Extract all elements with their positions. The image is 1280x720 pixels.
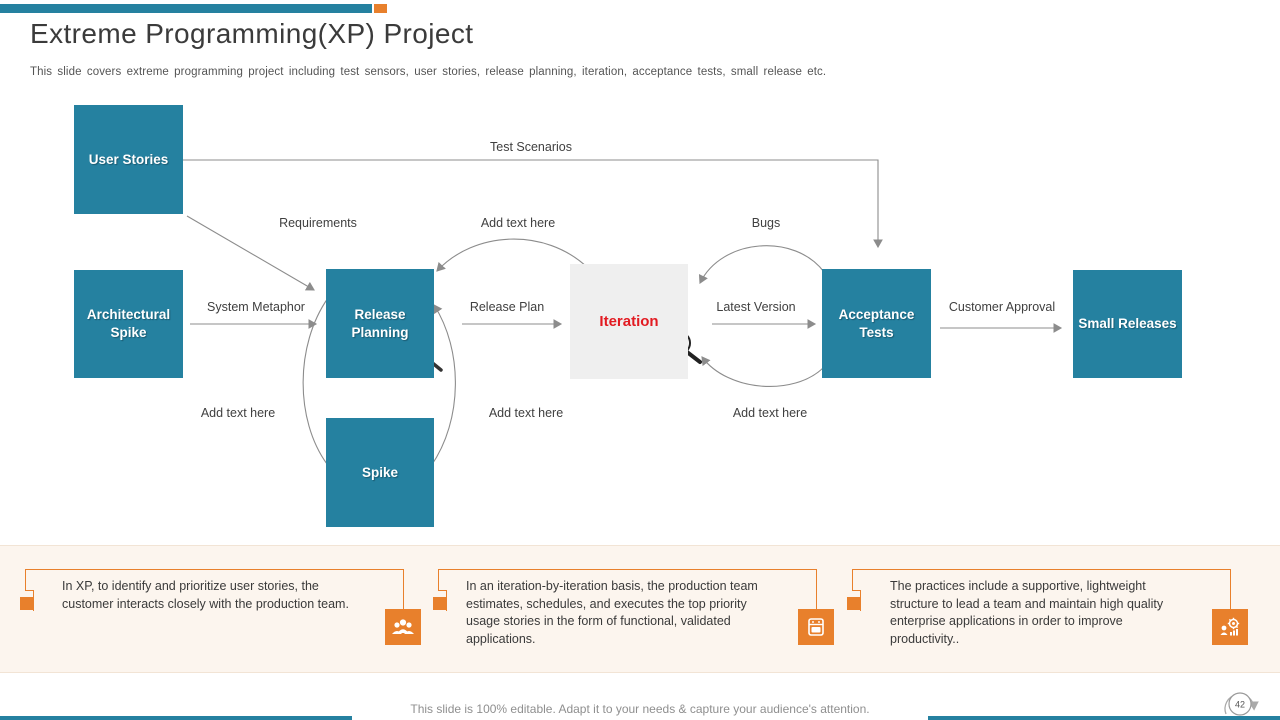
node-label: Release Planning bbox=[351, 306, 409, 340]
note-text-3: The practices include a supportive, ligh… bbox=[890, 579, 1164, 646]
node-label: User Stories bbox=[88, 151, 169, 167]
top-accent-square bbox=[374, 4, 387, 13]
edge-label-customer-approval: Customer Approval bbox=[948, 300, 1056, 314]
bottom-accent-bar-right bbox=[928, 716, 1280, 720]
node-label: Spike bbox=[361, 464, 399, 480]
productivity-icon bbox=[1212, 609, 1248, 645]
bracket-line bbox=[852, 569, 853, 591]
bracket-line bbox=[1230, 569, 1231, 610]
bracket-line bbox=[438, 590, 447, 591]
bracket-line bbox=[25, 590, 34, 591]
note-text-1: In XP, to identify and prioritize user s… bbox=[62, 579, 349, 611]
node-label: Iteration bbox=[599, 312, 659, 330]
page-number-badge: 42 bbox=[1224, 692, 1259, 716]
arrow-test-scenarios bbox=[183, 159, 883, 249]
bottom-accent-bar-left bbox=[0, 716, 352, 720]
bracket-line bbox=[446, 590, 447, 611]
bracket-line bbox=[852, 590, 861, 591]
bracket-square bbox=[20, 597, 33, 610]
node-acceptance-tests: Acceptance Tests bbox=[822, 269, 931, 378]
page-subtitle: This slide covers extreme programming pr… bbox=[30, 66, 827, 78]
edge-label-bugs: Bugs bbox=[751, 216, 781, 230]
node-label: Architectural Spike bbox=[86, 307, 171, 340]
node-iteration: Iteration bbox=[570, 264, 688, 379]
edge-label-add-text-right: Add text here bbox=[732, 406, 808, 420]
edge-label-add-text-top: Add text here bbox=[480, 216, 556, 230]
node-user-stories: User Stories bbox=[74, 105, 183, 214]
bracket-line bbox=[438, 569, 439, 591]
node-label: Acceptance Tests bbox=[838, 306, 915, 340]
node-spike: Spike bbox=[326, 418, 434, 527]
edge-label-add-text-mid: Add text here bbox=[488, 406, 564, 420]
bracket-line bbox=[403, 569, 404, 610]
notes-strip bbox=[0, 545, 1280, 673]
arc-spike-right bbox=[430, 304, 456, 467]
note-text-2: In an iteration-by-iteration basis, the … bbox=[466, 579, 758, 646]
bracket-line bbox=[816, 569, 817, 610]
bracket-line bbox=[33, 590, 34, 611]
bracket-square bbox=[847, 597, 860, 610]
edge-label-release-plan: Release Plan bbox=[469, 300, 545, 314]
node-architectural-spike: Architectural Spike bbox=[74, 270, 183, 378]
group-icon bbox=[385, 609, 421, 645]
bracket-line bbox=[852, 569, 1231, 570]
footer-note: This slide is 100% editable. Adapt it to… bbox=[410, 702, 870, 716]
arc-bugs bbox=[698, 245, 825, 284]
node-label: Small Releases bbox=[1078, 316, 1177, 331]
edge-label-add-text-left: Add text here bbox=[200, 406, 276, 420]
edge-label-system-metaphor: System Metaphor bbox=[207, 300, 305, 314]
bracket-line bbox=[25, 569, 26, 591]
bracket-line bbox=[25, 569, 404, 570]
bracket-line bbox=[438, 569, 817, 570]
bracket-line bbox=[860, 590, 861, 611]
arc-add-text-right bbox=[701, 356, 824, 387]
arc-add-text-top bbox=[436, 238, 589, 272]
bracket-square bbox=[433, 597, 446, 610]
edge-label-latest-version: Latest Version bbox=[716, 300, 796, 314]
node-small-releases: Small Releases bbox=[1073, 270, 1182, 378]
node-release-planning: Release Planning bbox=[326, 269, 434, 378]
edge-label-requirements: Requirements bbox=[279, 216, 357, 230]
edge-label-test-scenarios: Test Scenarios bbox=[490, 140, 572, 154]
arc-spike-left bbox=[302, 297, 329, 465]
top-accent-bar bbox=[0, 4, 372, 13]
page-title: Extreme Programming(XP) Project bbox=[30, 18, 474, 49]
page-number: 42 bbox=[1235, 700, 1245, 710]
planner-icon bbox=[798, 609, 834, 645]
